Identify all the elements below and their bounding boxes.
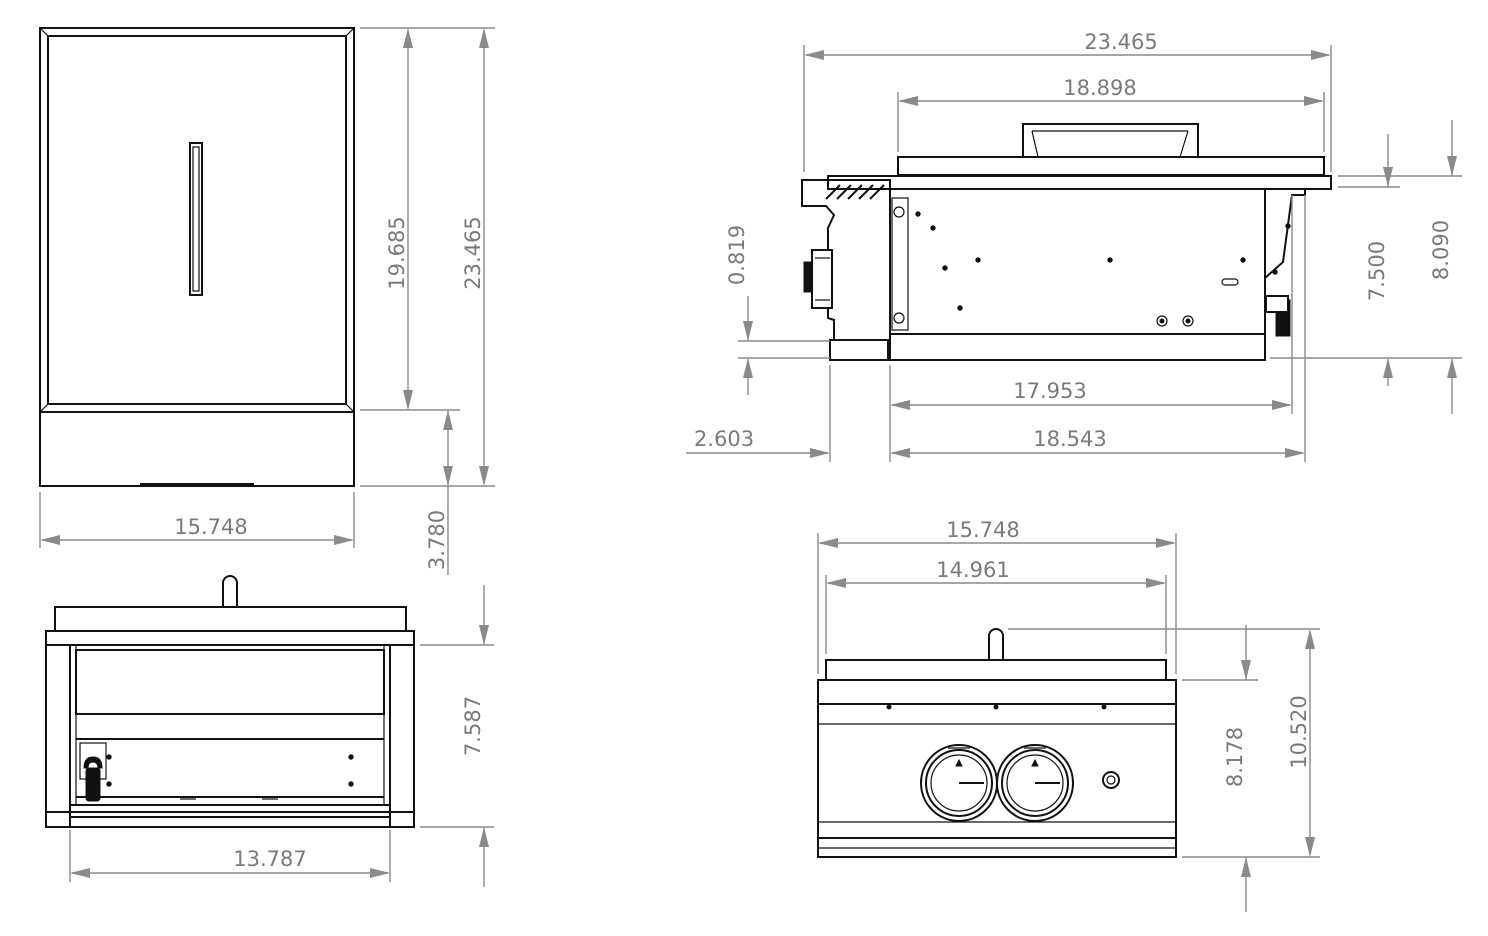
dim-side-body-inner: 17.953 <box>1013 379 1086 403</box>
lid-handle <box>1022 123 1199 157</box>
dim-rear-height: 7.587 <box>461 696 485 756</box>
side-view <box>801 123 1332 361</box>
dim-front-base-height: 3.780 <box>425 510 449 570</box>
vent-slots <box>825 184 885 200</box>
panel-holes <box>915 211 1291 311</box>
dim-control-panel-height: 8.178 <box>1223 727 1247 787</box>
cabinet-outline <box>39 27 355 487</box>
dim-side-overall-height: 8.090 <box>1429 220 1453 280</box>
dim-front-overall-height: 23.465 <box>461 216 485 289</box>
dim-side-overall-width: 23.465 <box>1084 30 1157 54</box>
lid-handle-end <box>988 628 1004 660</box>
door-handle <box>189 142 203 296</box>
firebox <box>75 649 385 715</box>
lid <box>897 156 1325 176</box>
burner-knob-right-icon <box>996 744 1074 822</box>
dim-side-body-outer: 18.543 <box>1033 427 1106 451</box>
side-panel <box>889 188 1266 335</box>
dimensions <box>39 27 1462 912</box>
dim-side-bracket-offset: 0.819 <box>725 225 749 285</box>
dim-front-width: 15.748 <box>174 515 247 539</box>
gas-valve <box>85 767 101 802</box>
burner-knob-left-icon <box>920 744 998 822</box>
dim-side-height-to-lid: 7.500 <box>1365 241 1389 301</box>
dim-front-door-height: 19.685 <box>385 216 409 289</box>
lid-handle-end <box>222 575 238 607</box>
igniter-button-icon <box>1102 771 1120 789</box>
lid <box>54 606 407 632</box>
dim-side-front-offset: 2.603 <box>694 427 754 451</box>
control-panel-face <box>817 679 1177 858</box>
dimension-labels: 19.685 23.465 3.780 15.748 23.465 18.898… <box>174 30 1453 871</box>
dim-rear-width: 13.787 <box>233 847 306 871</box>
lid <box>825 659 1167 681</box>
dim-control-lid-width: 14.961 <box>936 558 1009 582</box>
control-panel-view <box>817 628 1177 858</box>
rear-view <box>45 575 415 828</box>
dim-side-lid-width: 18.898 <box>1063 76 1136 100</box>
dim-control-overall-height: 10.520 <box>1287 695 1311 768</box>
dim-control-overall-width: 15.748 <box>946 518 1019 542</box>
base-rail <box>889 333 1266 361</box>
front-door-view <box>39 27 355 487</box>
door-panel <box>47 35 347 405</box>
